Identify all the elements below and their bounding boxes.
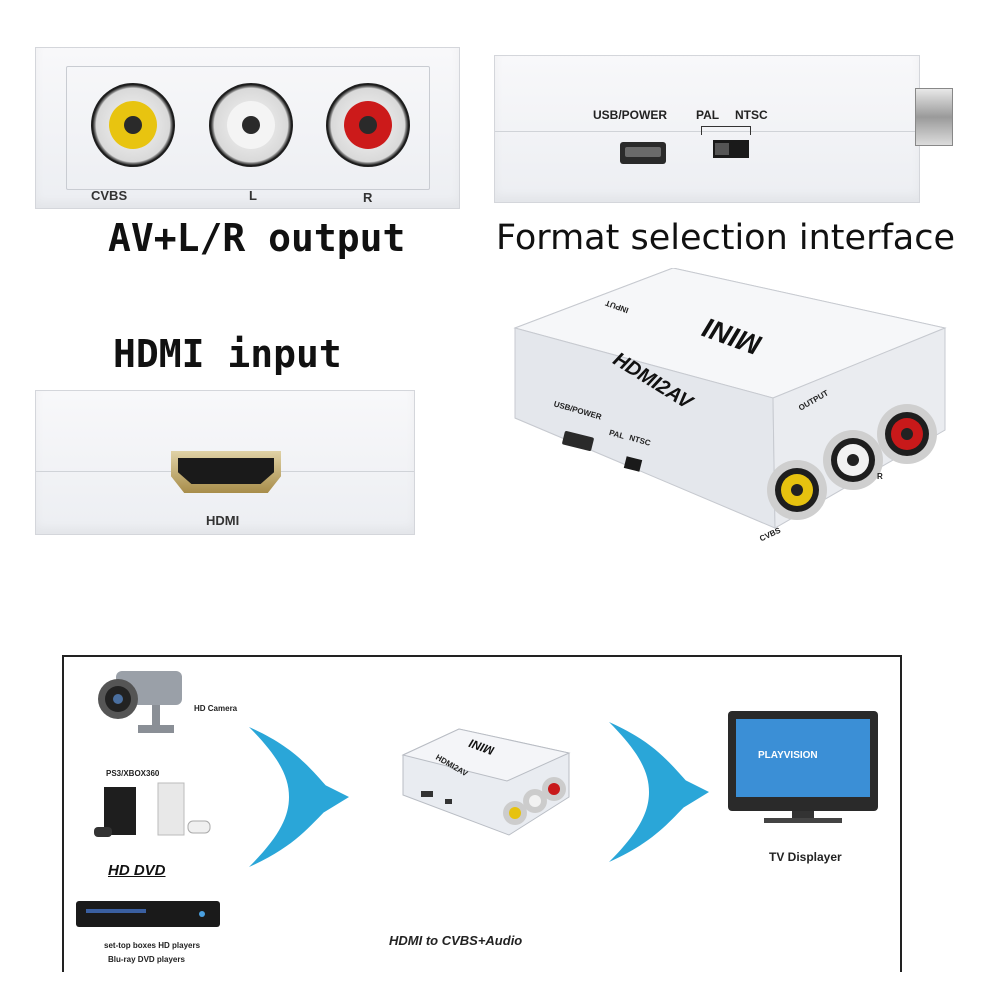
hd-camera-icon bbox=[98, 671, 182, 733]
pal-label: PAL bbox=[696, 108, 720, 122]
hdmi-input-caption: HDMI input bbox=[113, 332, 342, 376]
cvbs-label: CVBS bbox=[91, 188, 128, 203]
hdmi-plug-tip bbox=[915, 88, 953, 146]
arrow-right-icon bbox=[249, 727, 349, 867]
format-selection-panel: USB/POWER PAL NTSC bbox=[494, 55, 920, 203]
hdmi-port bbox=[171, 451, 281, 493]
pal-ntsc-switch bbox=[713, 140, 749, 158]
right-audio-jack bbox=[326, 83, 410, 167]
usb-power-label: USB/POWER bbox=[593, 108, 668, 122]
hdmi-input-panel: HDMI bbox=[35, 390, 415, 535]
l-label: L bbox=[249, 188, 257, 203]
diagram-caption: HDMI to CVBS+Audio bbox=[389, 933, 523, 948]
panel-seam bbox=[495, 131, 919, 132]
game-consoles-icon bbox=[94, 782, 211, 837]
hdmi-label: HDMI bbox=[206, 513, 240, 528]
usb-port bbox=[620, 142, 666, 164]
tv-screen-text: PLAYVISION bbox=[758, 750, 818, 761]
av-output-panel: CVBS L R bbox=[35, 47, 460, 209]
players-label-line1: set-top boxes HD players bbox=[104, 941, 201, 950]
av-output-caption: AV+L/R output bbox=[108, 216, 406, 260]
format-selection-caption: Format selection interface bbox=[496, 218, 955, 258]
arrow-right-icon bbox=[609, 722, 709, 862]
tv-displayer-label: TV Displayer bbox=[769, 850, 842, 864]
box-r-label: R bbox=[877, 472, 883, 481]
consoles-label: PS3/XBOX360 bbox=[106, 769, 160, 778]
converter-box-icon bbox=[401, 728, 571, 836]
tv-icon bbox=[728, 711, 878, 823]
panel-bezel bbox=[66, 66, 430, 190]
hd-camera-label: HD Camera bbox=[194, 704, 238, 713]
cvbs-jack bbox=[91, 83, 175, 167]
left-audio-jack bbox=[209, 83, 293, 167]
converter-box-drawing bbox=[513, 268, 947, 529]
r-label: R bbox=[363, 190, 373, 205]
players-label-line2: Blu-ray DVD players bbox=[108, 955, 185, 964]
ntsc-label: NTSC bbox=[735, 108, 768, 122]
hd-dvd-logo: HD DVD bbox=[108, 862, 166, 879]
converter-box-photo: INPUT MINI HDMI2AV USB/POWER PAL NTSC OU… bbox=[505, 268, 980, 543]
connection-diagram: HD Camera PS3/XBOX360 HD DVD set-top box… bbox=[62, 655, 902, 972]
mode-bracket bbox=[701, 126, 751, 135]
dvd-player-icon bbox=[76, 901, 220, 927]
